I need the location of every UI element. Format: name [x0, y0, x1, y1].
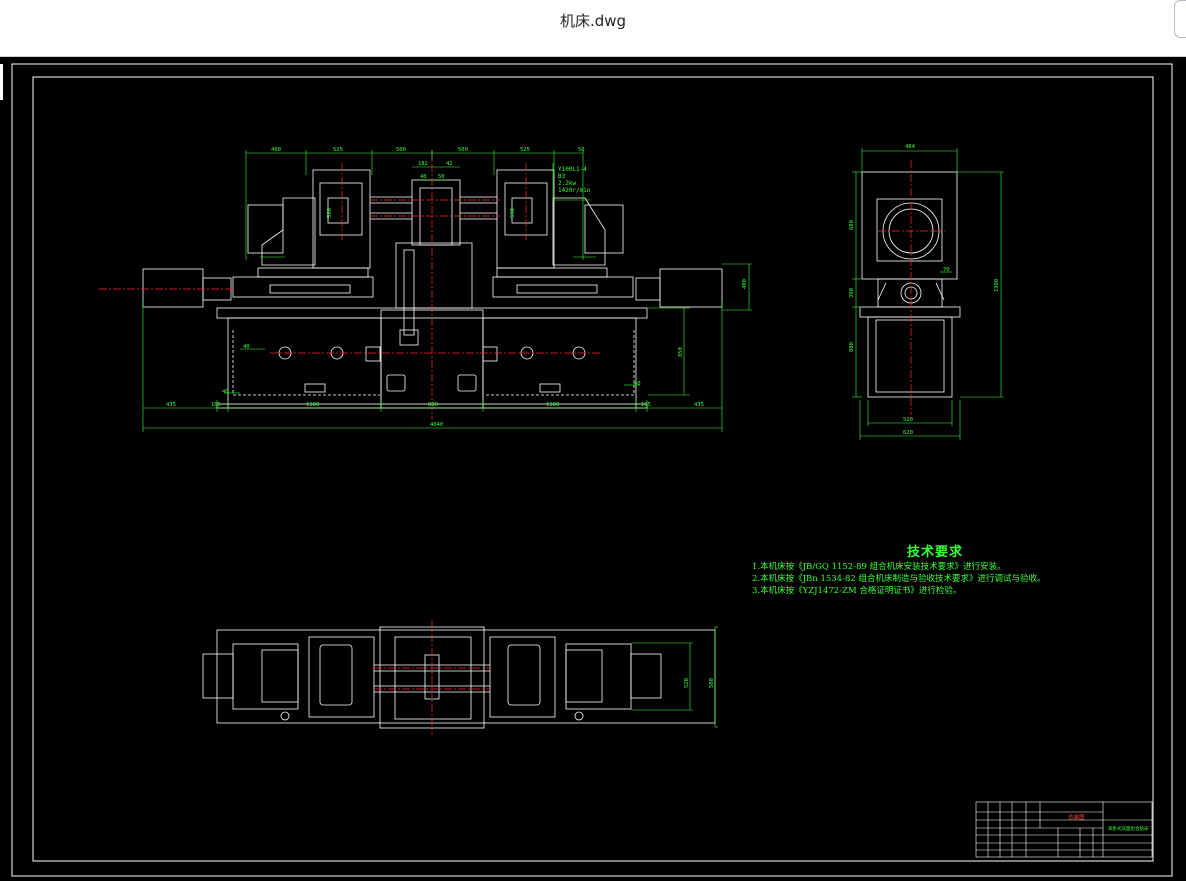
- side-dim-right: 1980: [994, 278, 1000, 292]
- title-separator: [0, 56, 1186, 57]
- window-title: 机床.dwg: [559, 12, 627, 30]
- dim-inner-4: 50: [438, 174, 445, 180]
- side-dim-left-1: 680: [849, 220, 855, 230]
- top-view: [202, 626, 716, 729]
- title-bar: 机床.dwg: [0, 0, 1186, 56]
- tech-line-3: 3.本机床按《YZJ1472-ZM 合格证明证书》进行检验。: [752, 586, 962, 596]
- corner-button[interactable]: [1174, 0, 1186, 38]
- dim-inner-1: 182: [418, 161, 428, 167]
- inner-frame: [32, 76, 1154, 862]
- title-block-drawing: 某卧式双面组合钻床: [1108, 827, 1149, 832]
- side-dim-bottom-2: 620: [903, 430, 913, 436]
- dim-height-2: 590: [510, 208, 516, 218]
- dim-height-5: 40: [634, 381, 641, 387]
- tech-line-1: 1.本机床按《JB/GQ 1152-89 组合机床安装技术要求》进行安装。: [752, 562, 1006, 572]
- dim-height-6: 40: [243, 344, 250, 350]
- dim-bottom-1: 435: [166, 402, 176, 408]
- title-block: [975, 801, 1153, 858]
- motor-spec-note: Y100L1-4 B3 2.2kw 1420r/min: [558, 166, 591, 194]
- front-dimensions: [142, 150, 752, 432]
- dim-total-width: 4040: [430, 422, 444, 428]
- motor-mount: B3: [558, 173, 566, 180]
- dim-top-4: 500: [458, 147, 468, 153]
- tech-title: 技术要求: [907, 545, 964, 560]
- motor-speed: 1420r/min: [558, 187, 591, 194]
- side-dim-left-3: 880: [849, 342, 855, 352]
- front-centerlines: [99, 150, 600, 420]
- dim-height-7: 400: [742, 279, 748, 289]
- dim-top-1: 400: [271, 147, 281, 153]
- side-dim-top: 484: [905, 144, 915, 150]
- dim-bottom-7: 435: [694, 402, 704, 408]
- dim-bottom-5: 1180: [546, 402, 560, 408]
- title-block-name: 总装图: [1068, 815, 1085, 821]
- side-dim-bottom-1: 520: [903, 417, 913, 423]
- motor-model: Y100L1-4: [558, 166, 587, 173]
- side-dimensions: [852, 148, 1004, 440]
- dim-height-3: 40: [222, 389, 229, 395]
- top-dimensions: [631, 626, 718, 728]
- drawing-viewport[interactable]: [0, 57, 1186, 881]
- tech-line-2: 2.本机床按《JBn 1534-82 组合机床制造与验收技术要求》进行调试与验收…: [752, 574, 1046, 584]
- outer-frame: [11, 63, 1173, 877]
- dim-top-5: 525: [520, 147, 530, 153]
- dim-top-6: 50: [578, 147, 585, 153]
- dim-top-2: 525: [333, 147, 343, 153]
- dim-height-4: 850: [678, 347, 684, 357]
- top-dim-1: 520: [684, 678, 690, 688]
- top-centerlines: [374, 620, 490, 735]
- side-view: [859, 171, 961, 398]
- top-dim-2: 580: [709, 678, 715, 688]
- dim-bottom-3: 1180: [306, 402, 320, 408]
- dim-height-1: 580: [327, 208, 333, 218]
- dim-inner-3: 40: [420, 174, 427, 180]
- side-centerlines: [878, 160, 945, 415]
- dim-inner-2: 42: [446, 161, 453, 167]
- dim-bottom-2: 105: [211, 402, 221, 408]
- dim-top-3: 500: [396, 147, 406, 153]
- side-dim-small: 70: [943, 267, 950, 273]
- dim-bottom-6: 105: [641, 402, 651, 408]
- side-dim-left-2: 390: [849, 288, 855, 298]
- dim-bottom-4: 800: [428, 402, 438, 408]
- motor-power: 2.2kw: [558, 180, 577, 187]
- scroll-indicator[interactable]: [0, 64, 3, 100]
